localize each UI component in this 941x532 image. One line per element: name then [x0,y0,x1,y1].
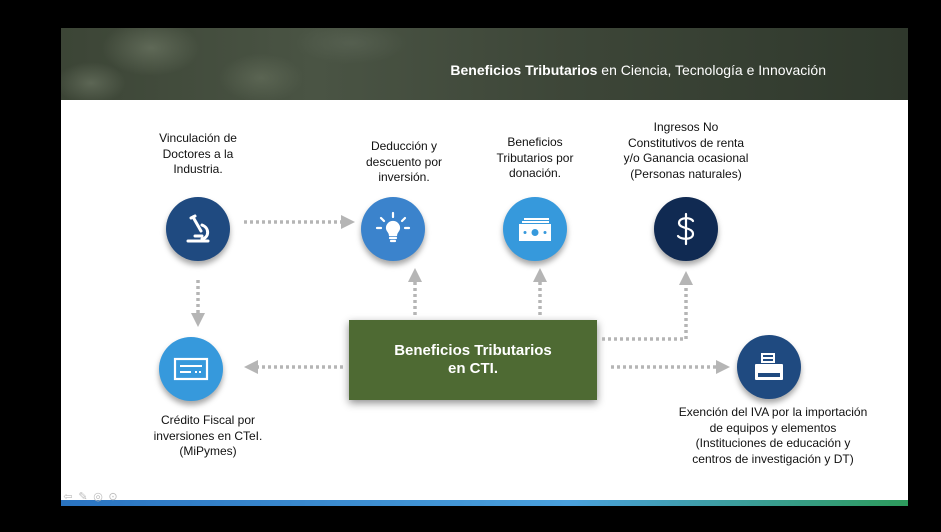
bottom-bar [61,500,908,506]
slideshow-toolbar: ⇦ ✎ ◎ ⊙ ➡ [62,490,134,504]
center-line-2: en CTI. [447,360,498,377]
connector-arrows [191,215,730,374]
label-line: donación. [508,166,562,180]
label-credito: Crédito Fiscal por inversiones en CTeI. … [133,413,283,460]
label-line: (MiPymes) [179,444,237,458]
label-line: Tributarios por [496,150,574,165]
check-icon [173,357,209,381]
label-line: centros de investigación y DT) [692,451,854,466]
center-line-1: Beneficios Tributarios [394,342,552,359]
header-banner: Beneficios Tributarios en Ciencia, Tecno… [61,28,908,100]
banknote-icon [519,218,551,241]
cash-register-icon [755,353,783,380]
label-donacion: Beneficios Tributarios por donación. [460,135,610,182]
microscope-icon [186,214,210,243]
slide: Beneficios Tributarios en Ciencia, Tecno… [61,28,908,506]
label-line: inversiones en CTeI. [153,428,263,443]
label-line: (Instituciones de educación y [695,436,851,450]
more-icon[interactable]: ⊙ [108,491,118,503]
node-credito [159,337,223,401]
slide-title-rest: en Ciencia, Tecnología e Innovación [597,62,826,78]
dollar-icon [676,212,695,246]
label-line: inversión. [378,170,430,184]
back-arrow-icon[interactable]: ⇦ [63,491,73,503]
slide-title: Beneficios Tributarios en Ciencia, Tecno… [450,62,826,78]
label-line: Doctores a la [162,146,234,161]
node-donacion [503,197,567,261]
node-deduccion [361,197,425,261]
label-line: Industria. [173,162,223,176]
lightbulb-icon [375,211,411,243]
slides-icon[interactable]: ◎ [93,491,103,503]
label-line: Vinculación de [159,131,237,145]
node-iva [737,335,801,399]
pen-icon[interactable]: ✎ [78,491,88,503]
arrow-center-ingresos [602,271,693,341]
label-line: Ingresos No [653,120,719,134]
label-line: Constitutivos de renta [627,135,745,150]
label-line: y/o Ganancia ocasional [623,151,749,165]
label-line: de equipos y elementos [709,420,837,435]
center-box: Beneficios Tributarios en CTI. [349,320,597,400]
label-line: Deducción y [370,139,438,153]
label-line: Crédito Fiscal por [160,413,256,427]
label-line: descuento por [365,154,443,169]
label-line: (Personas naturales) [630,166,742,181]
label-iva: Exención del IVA por la importación de e… [653,405,893,467]
label-line: Exención del IVA por la importación [678,405,868,419]
label-deduccion: Deducción y descuento por inversión. [329,139,479,186]
node-doctores [166,197,230,261]
forward-arrow-icon[interactable]: ➡ [123,491,133,503]
label-doctores: Vinculación de Doctores a la Industria. [123,131,273,178]
node-ingresos [654,197,718,261]
label-line: Beneficios [507,135,563,149]
label-ingresos: Ingresos No Constitutivos de renta y/o G… [601,120,771,182]
slide-title-bold: Beneficios Tributarios [450,62,598,78]
